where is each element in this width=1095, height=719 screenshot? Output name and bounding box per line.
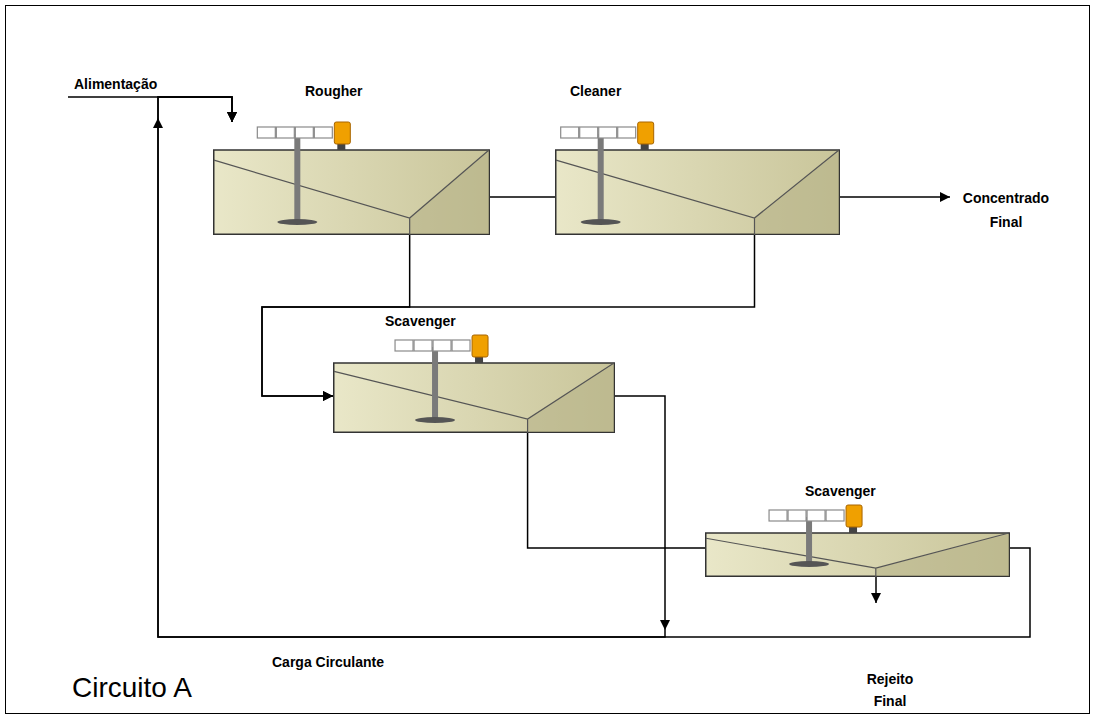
motor-stand (475, 357, 483, 363)
stream-label: Concentrado Final (956, 186, 1056, 234)
drive-frame (580, 127, 598, 138)
flotation-cell-node: Scavenger (705, 505, 1010, 577)
tank-shade (876, 534, 1009, 576)
flotation-cell (555, 122, 840, 235)
impeller-shaft (806, 517, 812, 563)
drive-frame (295, 127, 313, 138)
impeller (789, 561, 829, 567)
drive-frame (276, 127, 294, 138)
tank-shade (755, 151, 840, 234)
stream-label: Alimentação (74, 76, 157, 93)
flotation-cell (213, 122, 490, 235)
drive-frame (452, 340, 470, 351)
impeller-shaft (294, 134, 300, 221)
drive-frame (826, 510, 844, 521)
motor (334, 122, 350, 144)
stream-label: Carga Circulante (272, 654, 384, 671)
motor-stand (337, 144, 345, 150)
tank-edge (706, 533, 1009, 577)
motor (472, 335, 488, 357)
motor-stand (641, 144, 649, 150)
tank-shade (528, 364, 614, 432)
impeller-shaft (432, 347, 438, 419)
drive-frame (807, 510, 825, 521)
drive-frame (599, 127, 617, 138)
drive-frame (561, 127, 579, 138)
flow-line (528, 433, 705, 548)
motor (638, 122, 654, 144)
drive-frame (257, 127, 275, 138)
flotation-cell-node: Rougher (213, 122, 490, 235)
drive-frame (769, 510, 787, 521)
tank-shade (410, 151, 489, 234)
tailings-line (875, 577, 877, 603)
motor-stand (849, 527, 857, 533)
outer-border (6, 6, 1090, 714)
flotation-cell (705, 505, 1010, 577)
impeller (581, 219, 621, 225)
cell-label: Cleaner (570, 83, 621, 100)
flotation-cell-node: Scavenger (333, 335, 615, 433)
stream-label: Rejeito Final (855, 668, 925, 712)
flotation-cell-node: Cleaner (555, 122, 840, 235)
drive-frame (395, 340, 413, 351)
flow-line (490, 196, 555, 198)
concentrate-line (840, 196, 950, 198)
cell-label: Rougher (305, 83, 363, 100)
tank-body (706, 533, 1010, 576)
flow-line (158, 97, 1030, 637)
tank-body (214, 150, 490, 234)
drive-frame (414, 340, 432, 351)
cell-label: Scavenger (385, 313, 456, 330)
drive-frame (433, 340, 451, 351)
drive-frame (788, 510, 806, 521)
circuit-caption: Circuito A (72, 672, 192, 704)
flotation-cell (333, 335, 615, 433)
motor (846, 505, 862, 527)
tank-body (334, 363, 615, 432)
impeller-shaft (598, 134, 604, 221)
drive-frame (618, 127, 636, 138)
drive-frame (314, 127, 332, 138)
impeller (277, 219, 317, 225)
tank-edge (214, 150, 489, 235)
impeller (415, 417, 455, 423)
feed-line (68, 97, 232, 122)
cell-label: Scavenger (805, 483, 876, 500)
tank-edge (334, 363, 614, 433)
